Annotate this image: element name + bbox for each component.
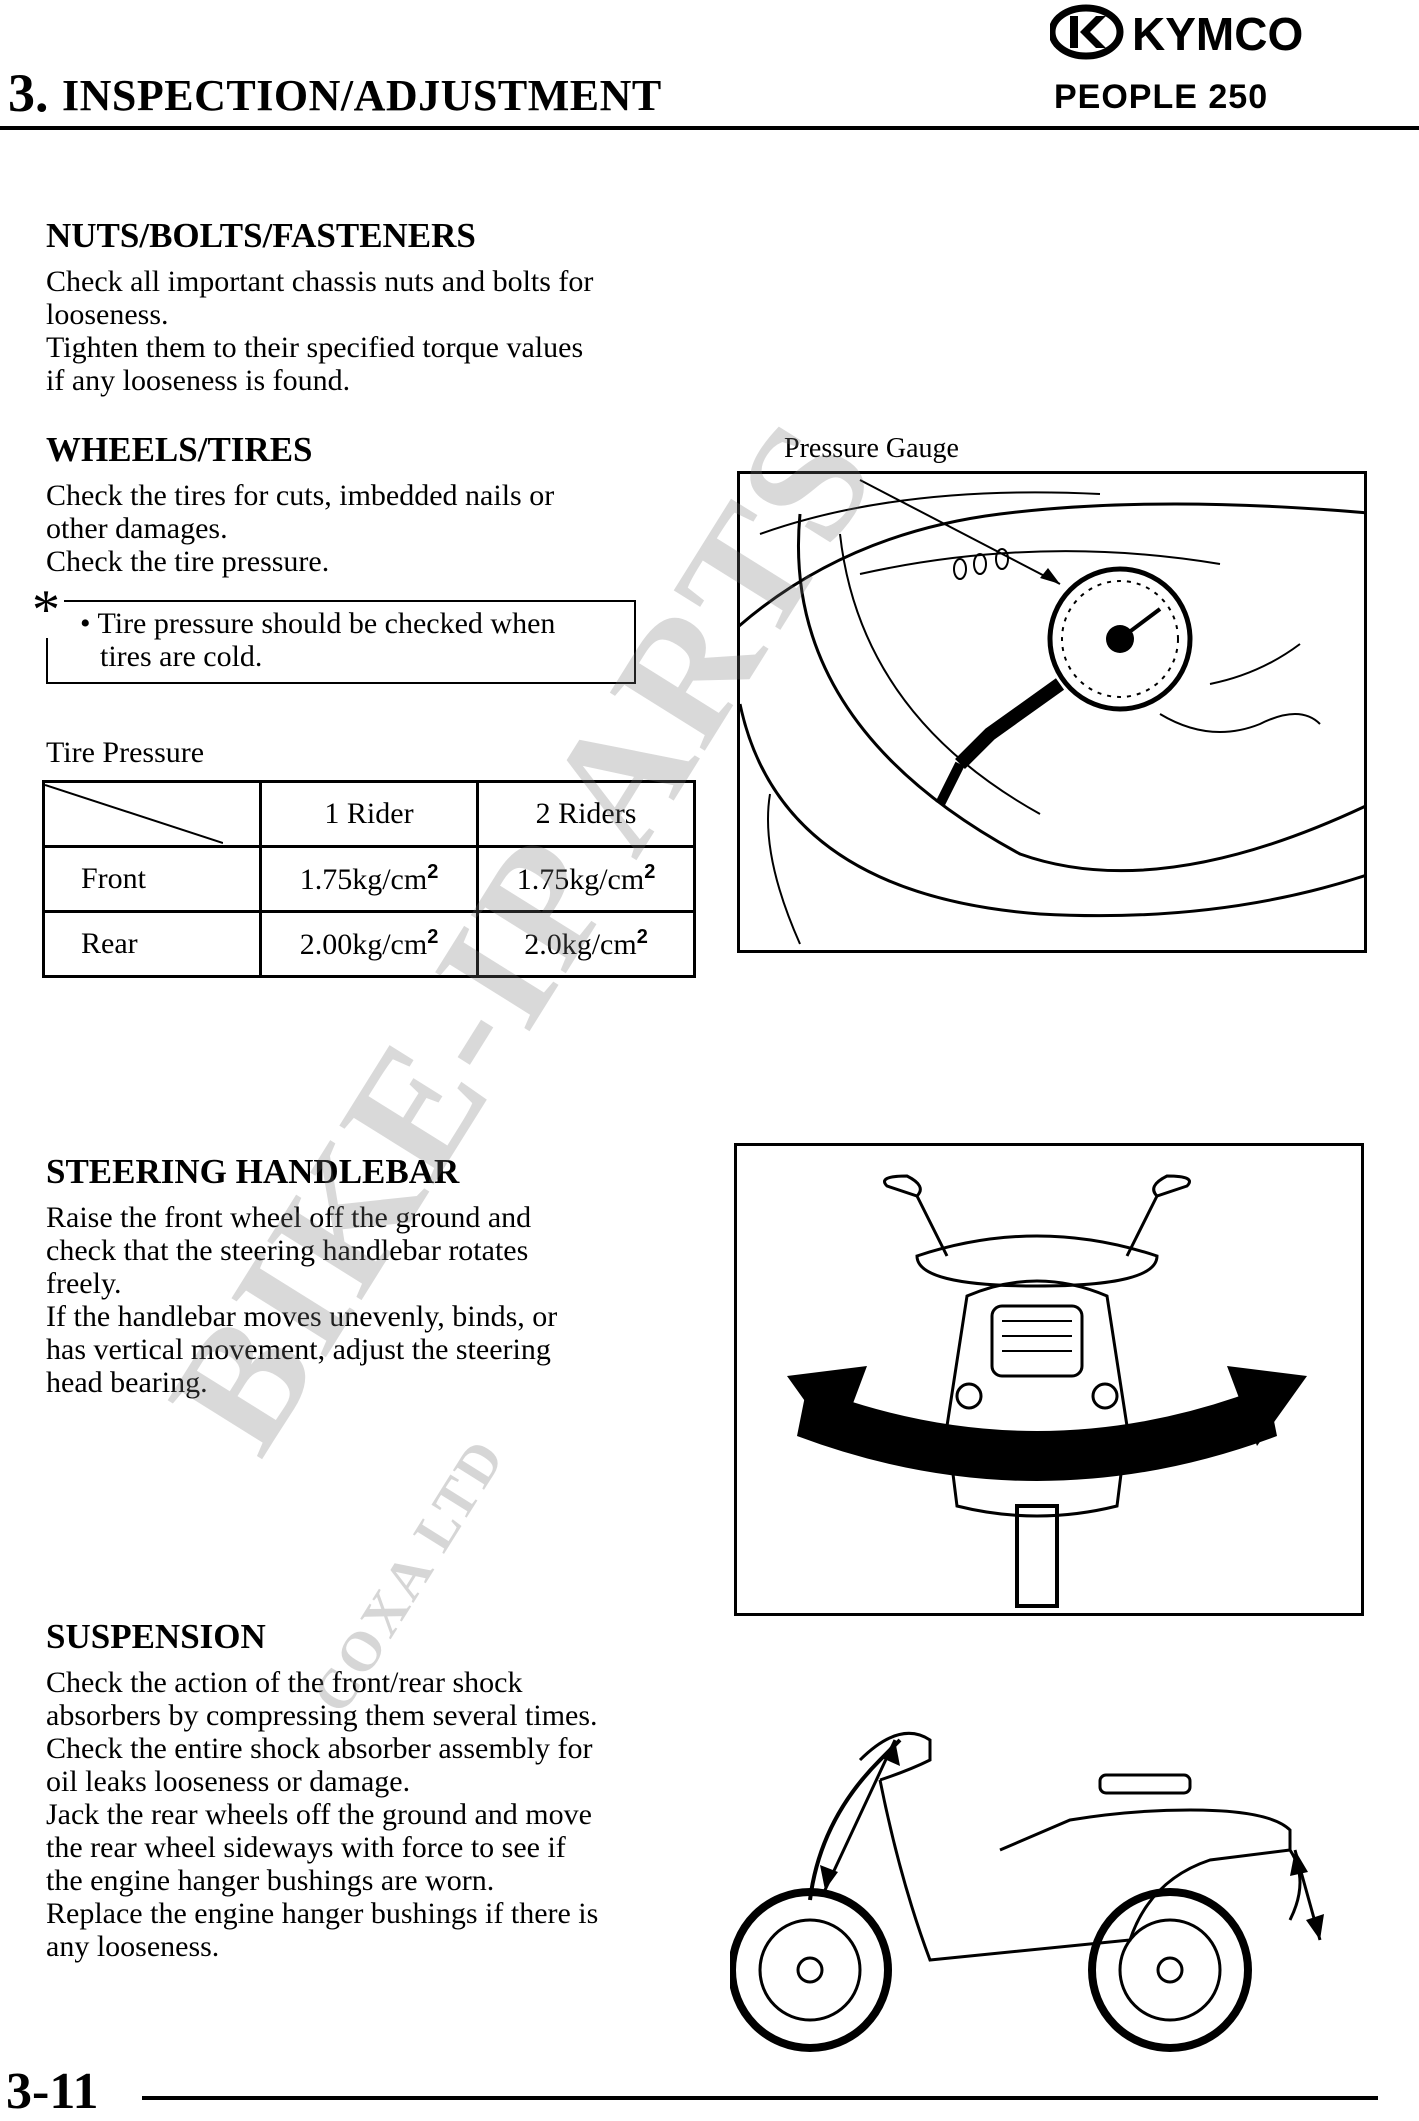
row-label-rear: Rear <box>42 910 262 978</box>
table-header-row: 1 Rider 2 Riders <box>42 780 696 848</box>
table-row: Rear 2.00kg/cm2 2.0kg/cm2 <box>42 910 696 978</box>
steering-text: Raise the front wheel off the ground and… <box>46 1201 558 1399</box>
scooter-side-illustration <box>730 1731 1324 2052</box>
table-row: Front 1.75kg/cm2 1.75kg/cm2 <box>42 845 696 913</box>
rear-2-riders: 2.0kg/cm2 <box>476 910 696 978</box>
scooter-front-illustration <box>787 1174 1307 1608</box>
rear-1-rider: 2.00kg/cm2 <box>259 910 479 978</box>
note-text: • Tire pressure should be checked when t… <box>80 607 556 673</box>
model-name: PEOPLE 250 <box>1054 78 1269 116</box>
section-number: 3. <box>8 63 49 123</box>
kymco-logo: KYMCO <box>1050 4 1303 60</box>
suspension-heading: SUSPENSION <box>46 1617 266 1656</box>
nuts-text: Check all important chassis nuts and bol… <box>46 265 594 397</box>
pressure-gauge-caption: Pressure Gauge <box>784 433 959 464</box>
note-star: * <box>28 582 64 638</box>
page-number: 3-11 <box>6 2063 99 2120</box>
table-corner-cell <box>42 780 262 848</box>
wheels-text: Check the tires for cuts, imbedded nails… <box>46 479 555 578</box>
steering-heading: STEERING HANDLEBAR <box>46 1152 460 1191</box>
row-label-front: Front <box>42 845 262 913</box>
suspension-text: Check the action of the front/rear shock… <box>46 1666 599 1963</box>
diagonal-line <box>45 784 223 844</box>
footer-rule <box>142 2096 1378 2100</box>
pressure-gauge-figure <box>728 471 1381 953</box>
brand-name: KYMCO <box>1132 8 1303 60</box>
nuts-heading: NUTS/BOLTS/FASTENERS <box>46 216 476 255</box>
steering-figure <box>734 1143 1364 1616</box>
wheels-heading: WHEELS/TIRES <box>46 430 313 469</box>
note-box <box>46 600 636 684</box>
front-2-riders: 1.75kg/cm2 <box>476 845 696 913</box>
chapter-title: INSPECTION/ADJUSTMENT <box>62 71 662 120</box>
tire-gauge-illustration <box>728 479 1381 945</box>
header-1-rider: 1 Rider <box>259 780 479 848</box>
tire-pressure-caption: Tire Pressure <box>46 736 205 769</box>
header-rule <box>0 126 1419 130</box>
front-1-rider: 1.75kg/cm2 <box>259 845 479 913</box>
header-2-riders: 2 Riders <box>476 780 696 848</box>
tire-pressure-table: 1 Rider 2 Riders Front 1.75kg/cm2 1.75kg… <box>42 780 696 978</box>
